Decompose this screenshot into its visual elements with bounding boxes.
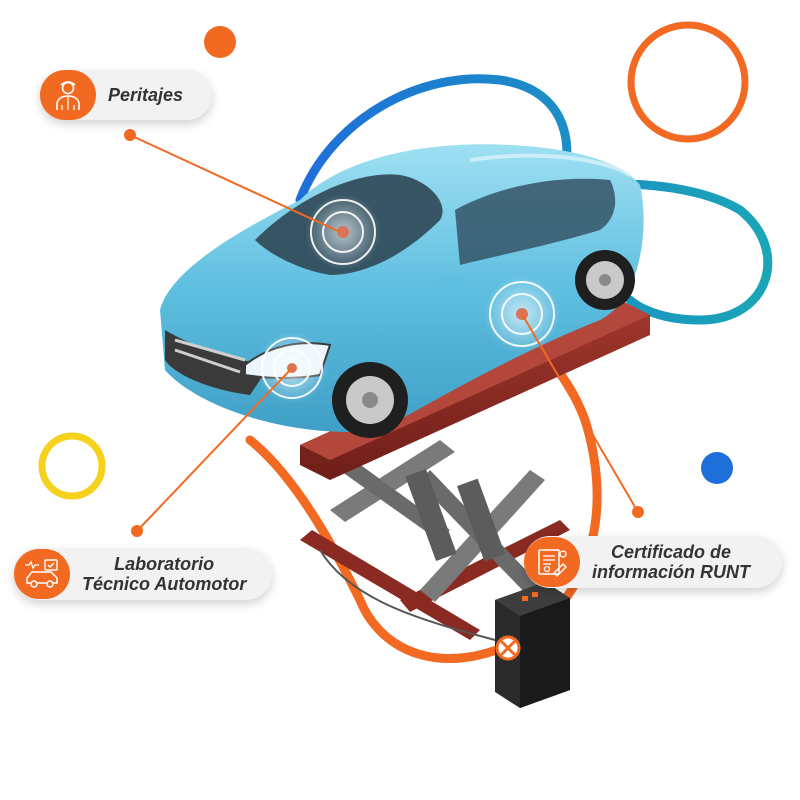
label-peritajes: Peritajes	[40, 70, 212, 120]
mechanic-icon	[40, 70, 96, 120]
callout-certificado	[521, 313, 644, 518]
label-laboratorio-line1: Laboratorio	[114, 554, 215, 574]
callout-peritajes	[124, 129, 341, 233]
orange-dot	[204, 26, 236, 58]
label-certificado: Certificado de información RUNT	[524, 536, 782, 588]
label-certificado-line1: Certificado de	[610, 542, 732, 562]
label-laboratorio-line2: Técnico Automotor	[82, 574, 247, 594]
label-certificado-text: Certificado de información RUNT	[580, 542, 766, 582]
label-laboratorio: Laboratorio Técnico Automotor	[14, 548, 272, 600]
yellow-ring	[38, 432, 106, 500]
control-box	[495, 582, 570, 708]
label-certificado-line2: información RUNT	[592, 562, 751, 582]
focus-ring-interior	[305, 194, 381, 270]
car-diagnostic-icon	[14, 549, 70, 599]
certificate-icon	[524, 537, 580, 587]
label-laboratorio-text: Laboratorio Técnico Automotor	[70, 554, 262, 594]
label-peritajes-text: Peritajes	[108, 85, 184, 105]
blue-dot	[701, 452, 733, 484]
orange-ring	[627, 21, 749, 143]
callout-laboratorio	[131, 367, 293, 537]
